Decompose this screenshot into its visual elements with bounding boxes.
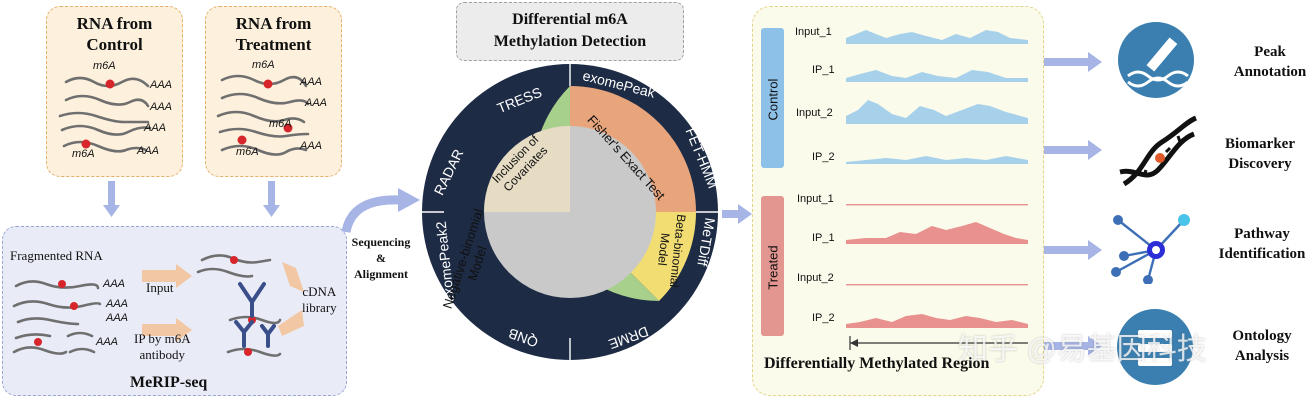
track-label: Input_2 [796, 107, 833, 119]
aaa-label: AAA [106, 298, 129, 310]
down-arrows [103, 181, 280, 217]
m6a-site [263, 79, 273, 89]
treated-group-label: Treated [765, 245, 781, 290]
treated-input2-track [846, 284, 1028, 286]
m6a-label: m6A [252, 59, 275, 71]
m6a-site [70, 302, 78, 310]
dna-biomarker-icon [1119, 115, 1198, 187]
control-ip1-track [846, 70, 1028, 82]
m6a-label: m6A [72, 148, 95, 160]
track-label: IP_1 [812, 64, 835, 76]
input-label: Input [146, 280, 174, 295]
aaa-label: AAA [300, 140, 323, 152]
m6a-site [58, 280, 66, 288]
aaa-label: AAA [106, 312, 129, 324]
pathway-network-icon [1111, 214, 1190, 284]
ontology-analysis-icon [1117, 309, 1193, 385]
wheel-to-tracks-arrow [722, 204, 752, 224]
m6a-site [283, 123, 293, 133]
control-input1-track [846, 30, 1028, 44]
output-ontology-analysis: Ontology Analysis [1232, 328, 1292, 364]
m6a-site [81, 139, 91, 149]
rna-strands-graphic [58, 74, 310, 156]
watermark: 知乎 @易基因科技 [958, 333, 1207, 366]
tracks-panel [752, 6, 1044, 396]
fragmented-rna-label: Fragmented RNA [10, 248, 103, 263]
merip-seq-title: MeRIP-seq [130, 374, 208, 391]
track-label: IP_1 [812, 232, 835, 244]
m6a-label: m6A [93, 60, 116, 72]
treatment-card-title: RNA from Treatment [235, 14, 312, 54]
fragmented-rna-graphic [12, 254, 304, 357]
control-group-bar [761, 28, 784, 168]
methods-wheel [422, 64, 718, 360]
aaa-label: AAA [300, 76, 323, 88]
merip-seq-box [2, 226, 347, 396]
control-input2-track [846, 100, 1028, 124]
cdna-library-label: cDNA library [302, 284, 337, 315]
m6a-site [237, 135, 247, 145]
m6a-label: m6A [269, 118, 292, 130]
treated-ip1-track [846, 222, 1028, 244]
control-rna-card: RNA from Control [46, 6, 183, 177]
treated-ip2-track [846, 314, 1028, 328]
m6a-site [230, 256, 238, 264]
output-pathway-identification: Pathway Identification [1218, 226, 1306, 262]
dmr-footer: Differentially Methylated Region [764, 355, 990, 372]
track-label: IP_2 [812, 151, 835, 163]
track-label: Input_1 [795, 26, 832, 38]
output-peak-annotation: Peak Annotation [1233, 44, 1307, 80]
aaa-label: AAA [144, 122, 167, 134]
peak-annotation-icon [1118, 22, 1194, 98]
aaa-label: AAA [305, 97, 328, 109]
control-ip2-track [846, 156, 1028, 164]
aaa-label: AAA [150, 79, 173, 91]
aaa-label: AAA [103, 278, 126, 290]
coverage-tracks [846, 30, 1028, 350]
aaa-label: AAA [150, 101, 173, 113]
detection-title-box: Differential m6A Methylation Detection [456, 2, 684, 61]
ip-label: IP by m6A antibody [134, 331, 191, 362]
control-group-label: Control [765, 78, 781, 121]
output-arrows [1044, 52, 1102, 356]
aaa-label: AAA [96, 336, 119, 348]
sequencing-arrow [341, 188, 420, 234]
treated-group-bar [761, 196, 784, 336]
m6a-label: m6A [236, 146, 259, 158]
sequencing-alignment-label: Sequencing & Alignment [351, 235, 411, 281]
m6a-site [105, 79, 115, 89]
sector-covariates [484, 126, 570, 212]
track-label: Input_1 [797, 193, 834, 205]
treated-input1-track [846, 204, 1028, 206]
control-card-title: RNA from Control [76, 14, 153, 54]
m6a-site [244, 348, 252, 356]
output-biomarker-discovery: Biomarker Discovery [1225, 136, 1295, 172]
m6a-site [34, 338, 42, 346]
track-label: IP_2 [812, 312, 835, 324]
track-label: Input_2 [797, 272, 834, 284]
aaa-label: AAA [137, 145, 160, 157]
